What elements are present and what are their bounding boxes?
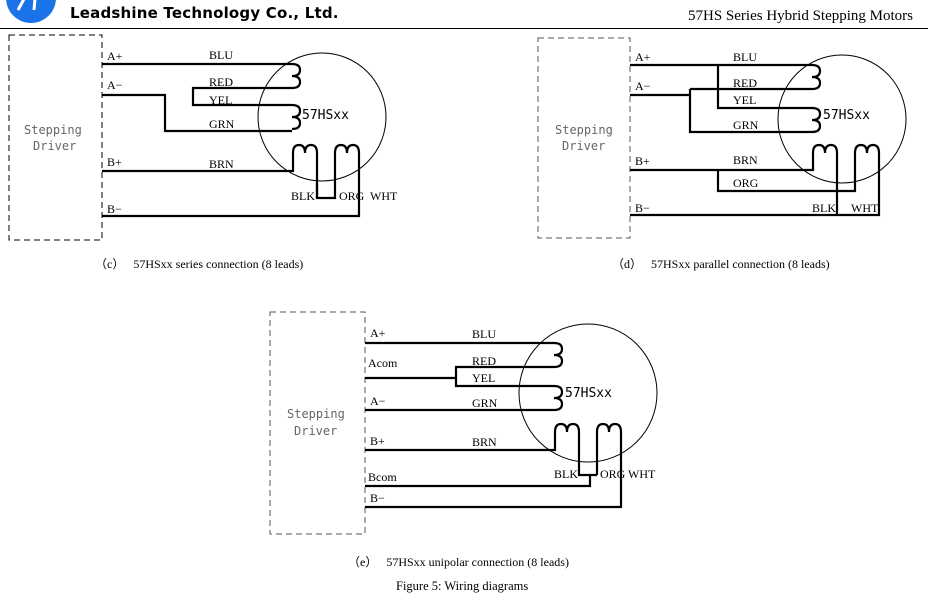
wire-label-brn: BRN [733,153,758,167]
motor-circle [777,54,907,184]
wire-label-brn: BRN [209,157,234,171]
wire-label-brn: BRN [472,435,497,449]
terminal-a-plus: A+ [635,50,651,64]
caption-letter: （e） [348,555,378,569]
terminal-acom: Acom [368,356,398,370]
wire-label-wht: WHT [851,201,879,215]
wire-red-yel-jumper [191,86,292,107]
wire-label-red: RED [733,76,757,90]
wire-label-yel: YEL [209,93,232,107]
wire-bcom [365,475,592,488]
wire-label-blk: BLK [554,467,578,481]
terminal-a-plus: A+ [107,49,123,63]
caption-unipolar: （e） 57HSxx unipolar connection (8 leads) [348,553,569,570]
motor-circle [257,52,387,182]
wire-label-grn: GRN [209,117,235,131]
figure-caption: Figure 5: Wiring diagrams [396,579,529,593]
wire-label-yel: YEL [733,93,756,107]
wire-label-org: ORG [339,189,365,203]
wire-label-red: RED [472,354,496,368]
caption-text: 57HSxx series connection (8 leads) [133,257,304,271]
coil-a1 [553,341,564,369]
coil-a2 [553,384,564,412]
terminal-b-minus: B− [635,201,650,215]
parallel-connection-diagram: Stepping Driver A+ A− B+ B− BLU RED YEL … [537,37,907,239]
wire-label-blk: BLK [291,189,315,203]
coil-a1 [291,62,302,90]
header-divider [0,28,928,29]
wire-label-blk: BLK [812,201,836,215]
wire-label-wht: WHT [370,189,398,203]
wire-label-grn: GRN [472,396,498,410]
terminal-b-plus: B+ [370,434,385,448]
wire-label-red: RED [209,75,233,89]
coil-a1 [811,63,822,91]
stepping-driver-box [269,311,366,535]
caption-parallel: （d） 57HSxx parallel connection (8 leads) [612,255,830,272]
wire-label-wht: WHT [628,467,656,481]
terminal-b-minus: B− [370,491,385,505]
wire-label-grn: GRN [733,118,759,132]
wire-label-org: ORG [733,176,759,190]
driver-label-line2: Driver [294,424,337,438]
coil-a2 [811,106,822,134]
motor-model-label: 57HSxx [302,108,349,123]
motor-model-label: 57HSxx [823,108,870,123]
company-logo-icon [6,0,56,23]
driver-label-line1: Stepping [555,123,613,137]
wire-label-blu: BLU [209,48,233,62]
terminal-bcom: Bcom [368,470,397,484]
caption-series: （c） 57HSxx series connection (8 leads) [95,255,303,272]
caption-letter: （c） [95,257,125,271]
terminal-a-minus: A− [107,78,123,92]
driver-label-line1: Stepping [287,407,345,421]
company-name: Leadshine Technology Co., Ltd. [70,4,339,22]
wire-label-org: ORG [600,467,626,481]
motor-model-label: 57HSxx [565,386,612,401]
wire-red-yel [454,365,554,388]
terminal-a-plus: A+ [370,326,386,340]
terminal-a-minus: A− [370,394,386,408]
wire-org-coil-b2 [630,143,881,217]
stepping-driver-box [537,37,631,239]
terminal-b-plus: B+ [107,155,122,169]
wire-brn-coil-b1 [630,143,839,215]
driver-label-line1: Stepping [24,123,82,137]
wire-yel-jumper [716,65,812,110]
coil-a2 [291,103,302,131]
stepping-driver-box [8,34,103,241]
wire-brn-coil-b1 [365,422,597,477]
document-title: 57HS Series Hybrid Stepping Motors [688,8,913,24]
wire-label-yel: YEL [472,371,495,385]
caption-letter: （d） [612,257,643,271]
wire-label-blu: BLU [733,50,757,64]
wire-a-minus-grn [102,93,292,133]
driver-label-line2: Driver [33,139,76,153]
wire-grn [688,89,812,134]
unipolar-connection-diagram: Stepping Driver A+ Acom A− B+ Bcom B− BL… [269,311,658,535]
coil-b2 [365,422,623,509]
terminal-a-minus: A− [635,79,651,93]
driver-label-line2: Driver [562,139,605,153]
caption-text: 57HSxx unipolar connection (8 leads) [386,555,569,569]
caption-text: 57HSxx parallel connection (8 leads) [651,257,830,271]
wire-brn-coil-b [102,143,361,218]
motor-circle [518,323,658,463]
wire-label-blu: BLU [472,327,496,341]
series-connection-diagram: Stepping Driver A+ A− B+ B− BLU RED YEL … [8,34,398,241]
terminal-b-minus: B− [107,202,122,216]
terminal-b-plus: B+ [635,154,650,168]
